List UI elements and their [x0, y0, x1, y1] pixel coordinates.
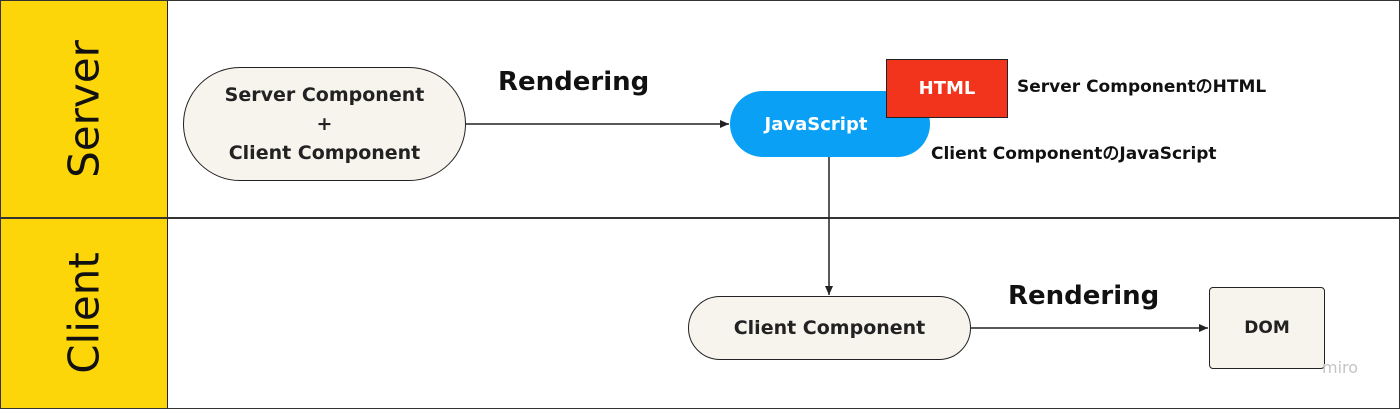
server-component-html-note: Server ComponentのHTML	[1017, 77, 1267, 97]
client-lane-header: Client	[0, 217, 168, 409]
client-component-line: Client Component	[228, 141, 421, 164]
javascript-node-label: JavaScript	[764, 113, 868, 135]
miro-watermark: miro	[1322, 358, 1359, 377]
server-client-component-node[interactable]: Server Component + Client Component	[183, 67, 466, 181]
html-node-label: HTML	[918, 78, 976, 99]
lane-divider	[0, 217, 1400, 219]
dom-node-label: DOM	[1244, 318, 1290, 338]
client-component-node[interactable]: Client Component	[688, 296, 971, 360]
dom-node[interactable]: DOM	[1209, 287, 1325, 369]
client-component-javascript-note: Client ComponentのJavaScript	[931, 144, 1217, 164]
html-node[interactable]: HTML	[886, 59, 1008, 118]
server-lane-header: Server	[0, 0, 168, 218]
client-component-node-label: Client Component	[733, 317, 926, 339]
client-rendering-label: Rendering	[1008, 281, 1160, 311]
server-lane: Server	[0, 0, 168, 218]
plus-line: +	[316, 112, 333, 135]
server-rendering-label: Rendering	[498, 67, 650, 97]
client-lane: Client	[0, 217, 1400, 409]
server-component-line: Server Component	[224, 83, 425, 106]
